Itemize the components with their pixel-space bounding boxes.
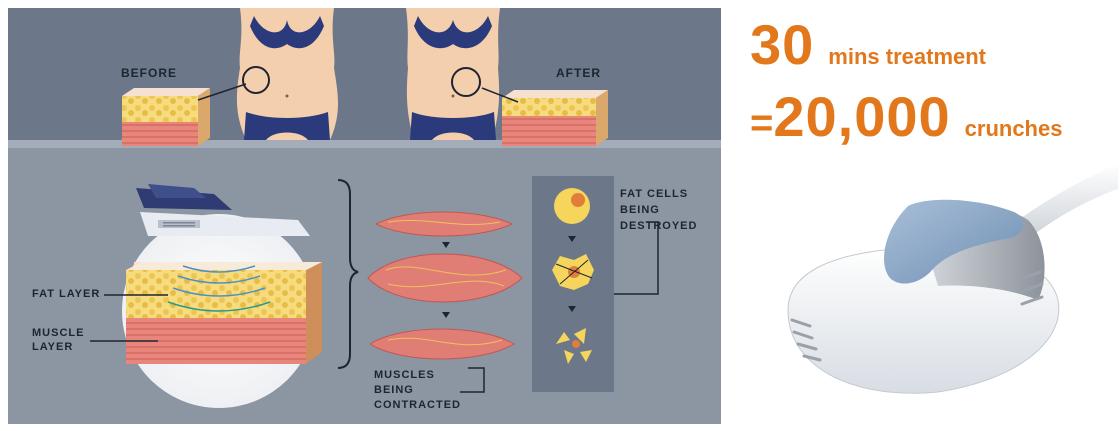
diagram-graphics	[90, 8, 659, 408]
infographic-panel: BEFORE AFTER FAT LAYER MUSCLE LAYER MUSC…	[8, 8, 721, 424]
fat-cells-destroyed-label: FAT CELLS BEING DESTROYED	[620, 186, 716, 234]
equals-sign: =	[750, 101, 774, 145]
crunch-count: 20,000	[773, 85, 951, 148]
muscle-layer-label: MUSCLE LAYER	[32, 326, 102, 354]
fat-cells-label-line: BEING	[620, 204, 660, 216]
device-image	[748, 160, 1120, 415]
treatment-minutes: 30	[750, 13, 815, 76]
muscle-layer-label-line: MUSCLE	[32, 327, 85, 339]
fat-layer-label: FAT LAYER	[32, 288, 101, 300]
after-skin-block	[451, 67, 608, 146]
fat-cells-label-line: DESTROYED	[620, 220, 698, 232]
after-body-figure	[406, 8, 500, 140]
muscle-layer-label-line: LAYER	[32, 341, 74, 353]
after-label: AFTER	[556, 66, 601, 80]
fat-cells-label-line: FAT CELLS	[620, 188, 689, 200]
muscles-label-line: BEING	[374, 384, 414, 396]
before-skin-block	[122, 66, 270, 146]
muscle-stages	[367, 211, 523, 393]
before-label: BEFORE	[121, 66, 178, 80]
before-body-figure	[236, 8, 338, 140]
section-divider	[8, 140, 721, 148]
fat-cell-stages	[532, 176, 659, 392]
headline-line-1: 30 mins treatment	[750, 12, 986, 77]
crunches-text: crunches	[964, 116, 1063, 141]
treatment-text: mins treatment	[828, 44, 987, 69]
muscles-contracted-label: MUSCLES BEING CONTRACTED	[374, 368, 484, 413]
brace	[337, 179, 359, 369]
muscles-label-line: CONTRACTED	[374, 399, 461, 411]
cross-section-illustration	[90, 184, 322, 408]
muscles-label-line: MUSCLES	[374, 369, 435, 381]
headline-line-2: =20,000 crunches	[750, 84, 1062, 149]
